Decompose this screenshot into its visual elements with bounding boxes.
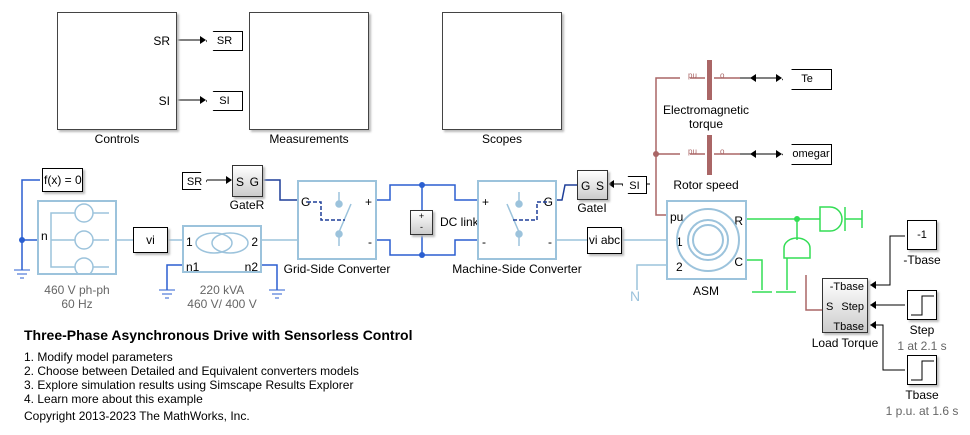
from-sr[interactable]: SR — [182, 172, 207, 190]
step-icon — [911, 295, 934, 316]
rotor-speed-out: o — [720, 147, 725, 156]
transformer-line1: 220 kVA — [199, 283, 245, 297]
goto-sr[interactable]: SR — [206, 31, 243, 51]
solver-configuration[interactable]: f(x) = 0 — [42, 168, 83, 192]
port-s: S — [595, 179, 604, 193]
measurements-subsystem[interactable] — [249, 12, 369, 130]
port-2: 2 — [676, 260, 683, 274]
switch-icon — [307, 192, 352, 246]
port-minus: - — [368, 235, 372, 249]
port-n2: n2 — [244, 260, 258, 274]
gateI-block[interactable]: G S — [577, 170, 608, 200]
neg-tbase-label: -Tbase — [903, 253, 941, 267]
em-torque-label1: Electromagnetic — [662, 103, 750, 117]
dc-link-label: DC link — [440, 215, 479, 229]
port-minus: - — [482, 235, 486, 249]
goto-omegar[interactable]: omegar — [782, 144, 832, 165]
neg-tbase-constant[interactable]: -1 — [907, 220, 937, 250]
port-tbase: Tbase — [833, 321, 864, 333]
port-plus: + — [364, 195, 372, 209]
port-neg-tbase: -Tbase — [829, 281, 864, 293]
copyright: Copyright 2013-2023 The MathWorks, Inc. — [24, 409, 250, 423]
port-r: R — [734, 214, 743, 228]
port-si: SI — [158, 94, 170, 108]
doc-link-2[interactable]: 2. Choose between Detailed and Equivalen… — [24, 364, 359, 378]
machine-side-converter-label: Machine-Side Converter — [452, 262, 582, 276]
asm-machine[interactable]: pu 1 2 R C — [666, 200, 747, 280]
port-2: 2 — [251, 235, 258, 249]
controls-subsystem[interactable]: SR SI — [57, 12, 177, 130]
measurements-label: Measurements — [269, 132, 349, 146]
port-minus-out: - — [548, 235, 552, 249]
transformer[interactable]: 1 2 n1 n2 — [182, 225, 262, 273]
motor-icon — [676, 208, 740, 272]
step-icon — [911, 360, 934, 381]
model-title: Three-Phase Asynchronous Drive with Sens… — [24, 327, 413, 343]
tbase-step-block[interactable] — [907, 355, 937, 385]
rotor-speed-in: pu — [688, 147, 697, 156]
port-s: S — [236, 175, 245, 189]
goto-si[interactable]: SI — [206, 91, 243, 111]
port-c: C — [734, 255, 743, 269]
em-torque-label2: torque — [688, 117, 724, 131]
port-g: G — [249, 175, 259, 189]
doc-link-1[interactable]: 1. Modify model parameters — [24, 350, 173, 364]
dc-link-capacitor[interactable]: +- — [410, 210, 433, 235]
neutral-icon: N — [630, 288, 641, 304]
em-torque-out: o — [720, 71, 725, 80]
controls-label: Controls — [94, 132, 140, 146]
port-sr: SR — [153, 34, 170, 48]
switch-icon — [506, 192, 547, 246]
gateR-block[interactable]: S G — [232, 165, 263, 197]
transformer-icon — [195, 232, 249, 254]
port-g: G — [301, 195, 311, 209]
load-torque-label: Load Torque — [811, 336, 879, 350]
goto-te[interactable]: Te — [782, 69, 832, 90]
from-si[interactable]: SI — [622, 176, 647, 194]
doc-link-4[interactable]: 4. Learn more about this example — [24, 392, 203, 406]
step-label: Step — [909, 323, 935, 337]
port-step: Step — [841, 301, 864, 313]
vi-measurement[interactable]: vi — [133, 227, 168, 253]
port-g: G — [581, 179, 591, 193]
port-1: 1 — [186, 235, 193, 249]
tbase-params: 1 p.u. at 1.6 s — [885, 404, 959, 418]
asm-label: ASM — [692, 284, 720, 298]
port-n1: n1 — [186, 260, 200, 274]
port-s: S — [826, 301, 834, 313]
port-pu: pu — [670, 210, 684, 224]
port-plus: + — [482, 195, 490, 209]
dc-minus: - — [420, 222, 423, 232]
machine-side-converter[interactable]: + - G - — [477, 180, 557, 260]
load-torque-block[interactable]: -Tbase Step Tbase S — [822, 278, 868, 333]
port-1: 1 — [676, 235, 683, 249]
grid-side-converter-label: Grid-Side Converter — [283, 262, 391, 276]
grid-side-converter[interactable]: G + - — [297, 180, 377, 260]
rotor-speed-label: Rotor speed — [673, 178, 739, 192]
em-torque-in: pu — [688, 71, 697, 80]
transformer-line2: 460 V/ 400 V — [187, 297, 257, 311]
scopes-label: Scopes — [481, 132, 523, 146]
port-n: n — [41, 229, 48, 243]
scopes-subsystem[interactable] — [442, 12, 562, 130]
step-block[interactable] — [907, 290, 937, 320]
step-params: 1 at 2.1 s — [897, 339, 947, 353]
gateI-label: GateI — [577, 201, 607, 215]
doc-link-3[interactable]: 3. Explore simulation results using Sims… — [24, 378, 354, 392]
gateR-label: GateR — [229, 198, 265, 212]
source-line1: 460 V ph-ph — [44, 283, 110, 297]
voltage-source-icon — [50, 203, 109, 273]
three-phase-source[interactable]: n — [37, 200, 117, 275]
tbase-label: Tbase — [905, 388, 939, 402]
port-g: G — [543, 195, 553, 209]
dc-plus: + — [418, 211, 425, 221]
source-line2: 60 Hz — [61, 297, 93, 311]
vi-abc-measurement[interactable]: vi abc — [587, 227, 622, 254]
